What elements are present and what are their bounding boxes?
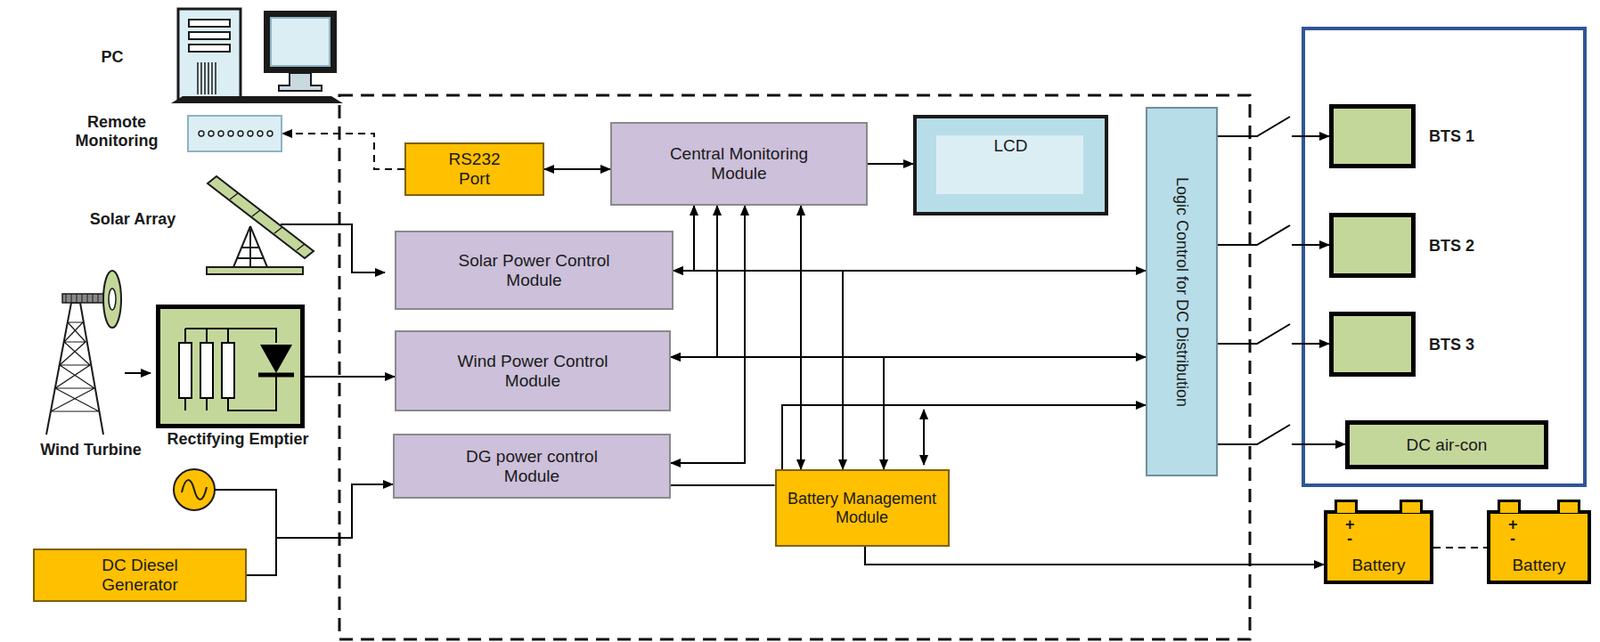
battery-box: +-Battery	[1486, 510, 1592, 585]
module-box: Wind Power Control Module	[394, 330, 671, 412]
node-text: BTS 2	[1428, 236, 1475, 255]
distribution-box: Logic Control for DC Distribution	[1145, 106, 1218, 477]
device-label: Solar Array	[89, 210, 176, 229]
load-box: DC air-con	[1345, 420, 1549, 470]
load-box: BTS 2	[1329, 212, 1416, 278]
bus-link	[922, 409, 925, 466]
module-box: Solar Power Control Module	[394, 230, 674, 311]
connector	[1433, 546, 1487, 549]
node-text: Battery Management Module	[782, 489, 943, 527]
node-text: BTS 1	[1428, 127, 1475, 147]
node-text: Logic Control for DC Distribution	[1172, 176, 1192, 407]
connector	[782, 405, 1146, 470]
connector	[304, 375, 395, 378]
node-text: Remote Monitoring	[58, 113, 175, 150]
node-text: Rectifying Emptier	[153, 431, 323, 449]
node-text: -	[1346, 530, 1353, 549]
node-text: LCD	[993, 136, 1028, 156]
battery-management-box: Battery Management Module	[775, 469, 950, 547]
connector	[246, 484, 393, 576]
wind-turbine-icon	[46, 270, 151, 435]
generator-symbol	[173, 469, 277, 539]
connector	[670, 205, 718, 358]
solar-array-icon	[206, 176, 385, 275]
node-text: Solar Power Control Module	[440, 251, 629, 291]
connector	[865, 546, 1324, 565]
system-boundary	[339, 95, 1250, 640]
module-box: Central Monitoring Module	[610, 122, 868, 206]
node-text: DG power control Module	[436, 447, 629, 487]
connector	[1217, 116, 1330, 137]
connector	[670, 357, 884, 470]
connector	[867, 163, 914, 165]
connector	[544, 168, 611, 171]
node-text: DC Diesel Generator	[64, 555, 216, 596]
connector	[1217, 225, 1330, 245]
display-box: LCD	[913, 114, 1109, 216]
connector	[670, 205, 745, 464]
port-box: RS232 Port	[404, 142, 545, 196]
load-enclosure	[1303, 28, 1585, 486]
load-box: BTS 3	[1329, 311, 1416, 377]
connector	[670, 484, 776, 487]
node-text: BTS 3	[1428, 334, 1475, 354]
node-text: Wind Power Control Module	[439, 351, 627, 392]
node-text: DC air-con	[1406, 435, 1488, 456]
module-box: DG power control Module	[392, 433, 671, 499]
node-text: -	[1510, 530, 1516, 549]
node-text: Battery	[1511, 555, 1566, 576]
node-text: Central Monitoring Module	[643, 144, 835, 184]
connector	[800, 205, 802, 470]
device-label: PC	[100, 48, 123, 67]
connector	[673, 270, 843, 470]
device-label: Wind Turbine	[40, 440, 141, 460]
node-text: Battery	[1351, 555, 1405, 576]
node-text: RS232 Port	[439, 149, 511, 189]
connector	[1217, 324, 1330, 344]
connector	[1217, 424, 1346, 445]
pc-icon	[171, 8, 343, 104]
connector	[673, 205, 694, 271]
battery-box: +-Battery	[1323, 510, 1434, 585]
modem-box: Remote Monitoring	[187, 114, 283, 153]
load-box: BTS 1	[1329, 104, 1416, 169]
connector	[282, 133, 405, 170]
generator-box: DC Diesel Generator	[32, 548, 247, 603]
rectifier-box: Rectifying Emptier	[155, 304, 305, 429]
